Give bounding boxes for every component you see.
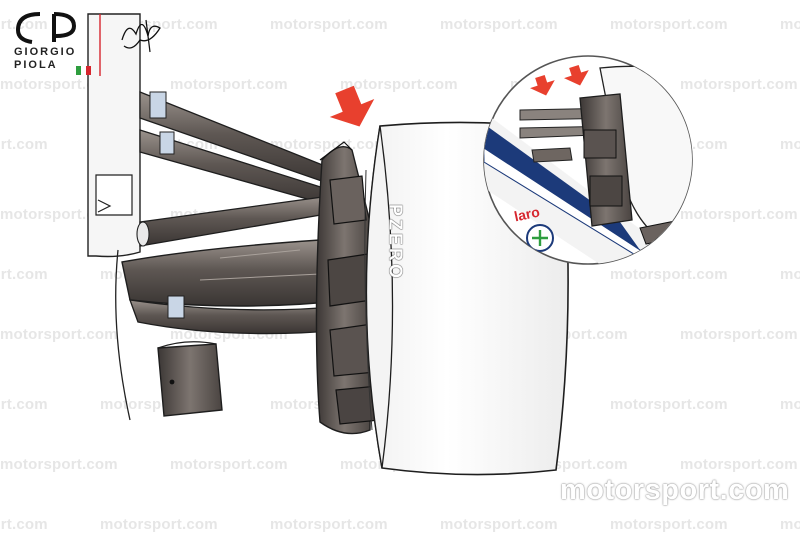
watermark-tile: motorsport.com xyxy=(610,266,728,283)
watermark-tile: motorsport.com xyxy=(270,516,388,533)
watermark-tile: motorsport.com xyxy=(680,456,798,473)
watermark-tile: motorsport.com xyxy=(170,76,288,93)
watermark-tile: motorsport.com xyxy=(680,326,798,343)
logo-line-2: PIOLA xyxy=(14,59,58,71)
watermark-tile: motorsport.com xyxy=(0,16,48,33)
artist-signature xyxy=(121,19,161,53)
watermark-tile: motorsport.com xyxy=(0,136,48,153)
watermark-tile: motorsport.com xyxy=(780,136,800,153)
lower-wishbone xyxy=(121,239,351,335)
watermark-tile: motorsport.com xyxy=(0,516,48,533)
pointer-arrow-main xyxy=(329,85,375,127)
watermark-tile: motorsport.com xyxy=(340,76,458,93)
logo-line-1: GIORGIO xyxy=(14,46,77,58)
watermark-tile: motorsport.com xyxy=(780,396,800,413)
watermark-tile: motorsport.com xyxy=(270,136,388,153)
watermark-tile: motorsport.com xyxy=(610,16,728,33)
watermark-tile: motorsport.com xyxy=(0,456,118,473)
watermark-tile: motorsport.com xyxy=(440,16,558,33)
detail-inset xyxy=(483,55,693,265)
watermark-tile: motorsport.com xyxy=(100,516,218,533)
tyre-sidewall-text: PZERO xyxy=(385,203,406,281)
chassis-body xyxy=(87,13,141,421)
watermark-tile: motorsport.com xyxy=(0,326,118,343)
pointer-arrow-inset-1 xyxy=(530,74,555,96)
watermark-tile: motorsport.com xyxy=(610,396,728,413)
upright-assembly xyxy=(315,141,381,435)
pointer-arrow-inset-2 xyxy=(564,64,589,86)
watermark-tile: motorsport.com xyxy=(680,206,798,223)
main-watermark: motorsport.com xyxy=(560,474,790,506)
flag-stripe-white xyxy=(81,66,86,75)
watermark-tile: motorsport.com xyxy=(610,516,728,533)
upper-wishbone xyxy=(139,91,338,207)
watermark-tile: motorsport.com xyxy=(170,456,288,473)
logo-wordmark: GIORGIO PIOLA xyxy=(14,46,76,72)
italian-flag-icon xyxy=(76,62,91,75)
steering-arm xyxy=(136,195,339,247)
watermark-tile: motorsport.com xyxy=(780,16,800,33)
watermark-tile: motorsport.com xyxy=(780,266,800,283)
flag-stripe-red xyxy=(86,66,91,75)
watermark-tile: motorsport.com xyxy=(780,516,800,533)
watermark-tile: motorsport.com xyxy=(0,266,48,283)
watermark-tile: motorsport.com xyxy=(680,76,798,93)
watermark-tile: motorsport.com xyxy=(270,16,388,33)
watermark-tile: motorsport.com xyxy=(440,516,558,533)
brake-duct-inlet xyxy=(157,341,223,417)
gp-logo-mark xyxy=(15,12,101,76)
flag-stripe-green xyxy=(76,66,81,75)
watermark-tile: motorsport.com xyxy=(0,396,48,413)
